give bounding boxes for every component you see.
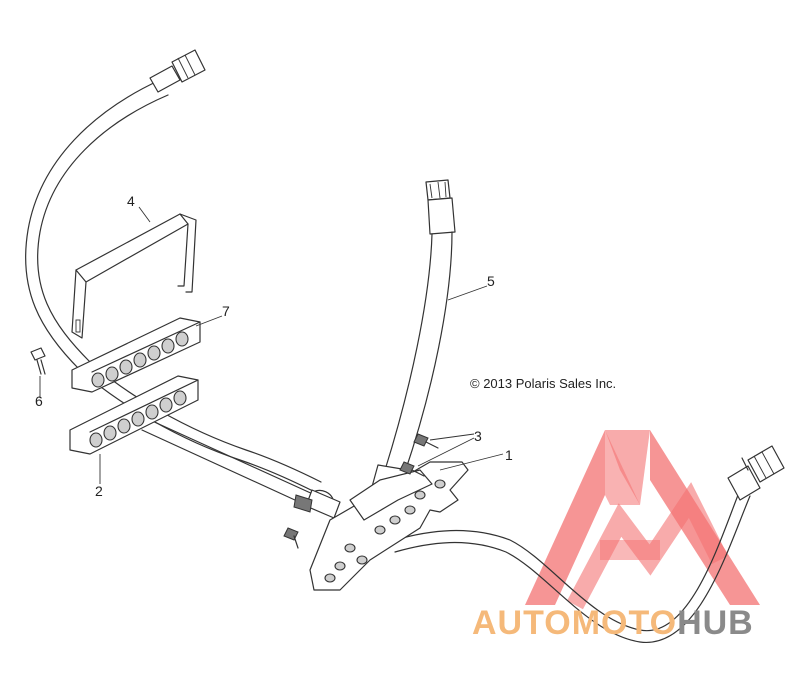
leader-lines bbox=[39, 206, 504, 484]
watermark-text-part1: AUTOMOTO bbox=[472, 604, 677, 642]
brake-line-lower-right bbox=[394, 445, 785, 643]
watermark-logo bbox=[525, 430, 760, 610]
callout-7: 7 bbox=[222, 303, 230, 319]
callout-1: 1 bbox=[505, 447, 513, 463]
clamp-bracket-4 bbox=[71, 213, 197, 339]
callout-4: 4 bbox=[127, 193, 135, 209]
watermark-text-part2: HUB bbox=[677, 604, 754, 642]
callout-5: 5 bbox=[487, 273, 495, 289]
mounting-plate-1 bbox=[309, 461, 469, 591]
brake-line-lower-straight bbox=[141, 419, 341, 519]
grommet-block-7 bbox=[71, 317, 201, 393]
brake-line-5 bbox=[369, 179, 456, 501]
callout-3: 3 bbox=[474, 428, 482, 444]
screws-3 bbox=[283, 433, 439, 549]
bolt-6 bbox=[30, 347, 46, 375]
watermark-text: AUTOMOTOHUB bbox=[472, 604, 754, 642]
callout-2: 2 bbox=[95, 483, 103, 499]
copyright-text: © 2013 Polaris Sales Inc. bbox=[470, 376, 616, 391]
grommet-block-2 bbox=[69, 375, 199, 455]
callout-6: 6 bbox=[35, 393, 43, 409]
brake-line-upper-left bbox=[25, 49, 322, 493]
